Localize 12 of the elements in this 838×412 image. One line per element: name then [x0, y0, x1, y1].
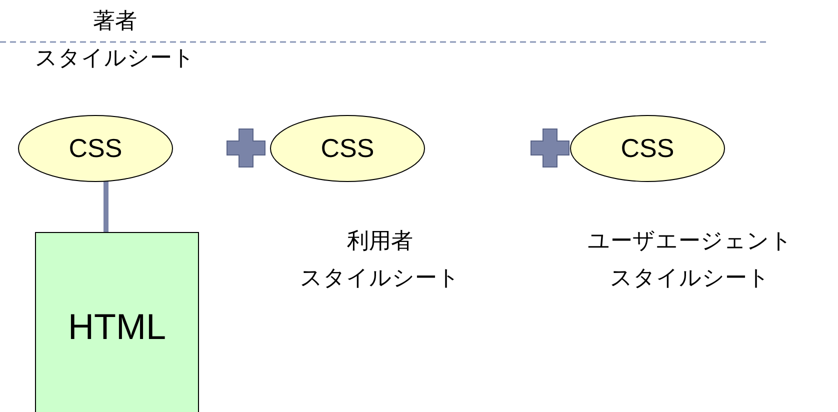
- caption-text: 著者: [93, 7, 137, 35]
- node-label: CSS: [68, 132, 122, 165]
- node-label: CSS: [320, 132, 374, 165]
- caption-text: スタイルシート: [610, 264, 770, 292]
- connector-line: [104, 181, 108, 232]
- node-label: HTML: [68, 305, 166, 349]
- node-label: CSS: [620, 132, 674, 165]
- caption-text: 利用者: [347, 227, 413, 255]
- document-box: [35, 232, 199, 412]
- caption-text: ユーザエージェント: [588, 227, 792, 255]
- caption-text: スタイルシート: [300, 264, 460, 292]
- caption-text: スタイルシート: [35, 44, 195, 72]
